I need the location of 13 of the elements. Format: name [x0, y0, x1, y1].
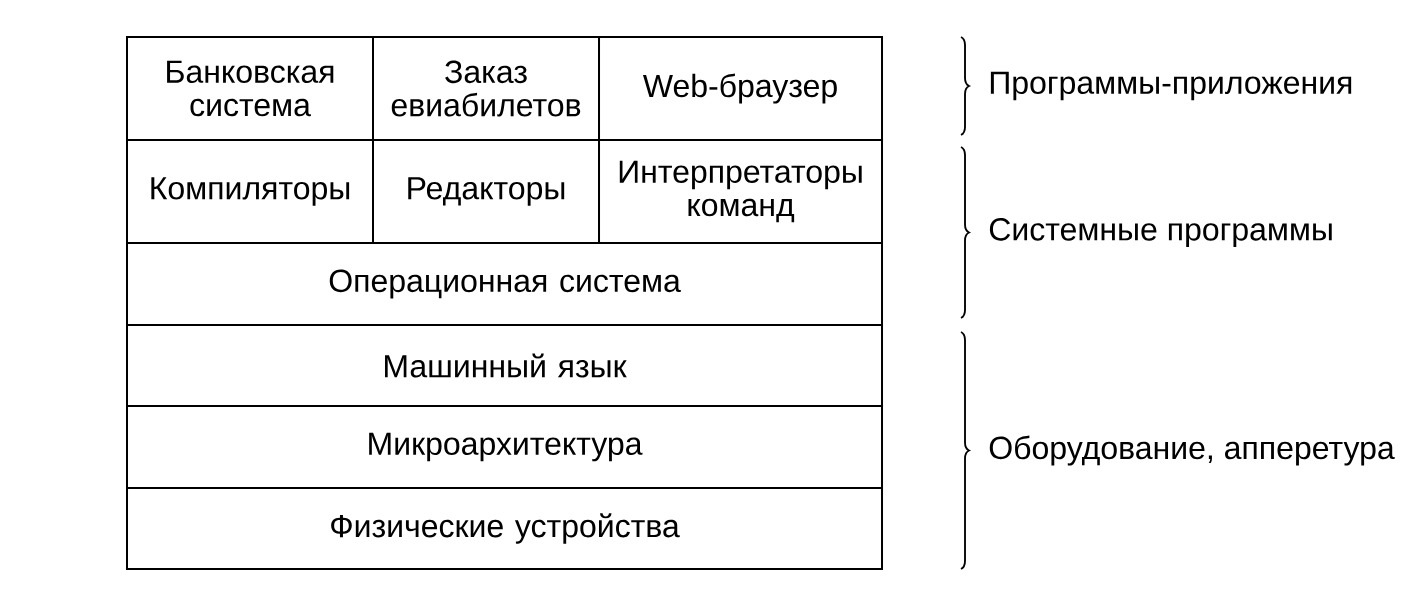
layer-box: Заказ евиабилетов: [372, 36, 600, 141]
layer-box: Банковская система: [126, 36, 374, 141]
layer-box: Редакторы: [372, 139, 600, 244]
layer-box: Компиляторы: [126, 139, 374, 244]
layer-box: Микроархитектура: [126, 405, 883, 489]
brace-label: Программы-приложения: [990, 71, 1352, 101]
layer-box: Интерпретаторы команд: [598, 139, 883, 244]
brace-label: Системные программы: [989, 218, 1332, 247]
layer-box: Машинный язык: [126, 324, 883, 407]
layer-box: Физические устройства: [126, 487, 883, 570]
brace-label: Оборудование, апперетура: [989, 435, 1395, 466]
layer-box: Web-браузер: [598, 36, 883, 141]
layer-box: Операционная система: [126, 242, 883, 326]
